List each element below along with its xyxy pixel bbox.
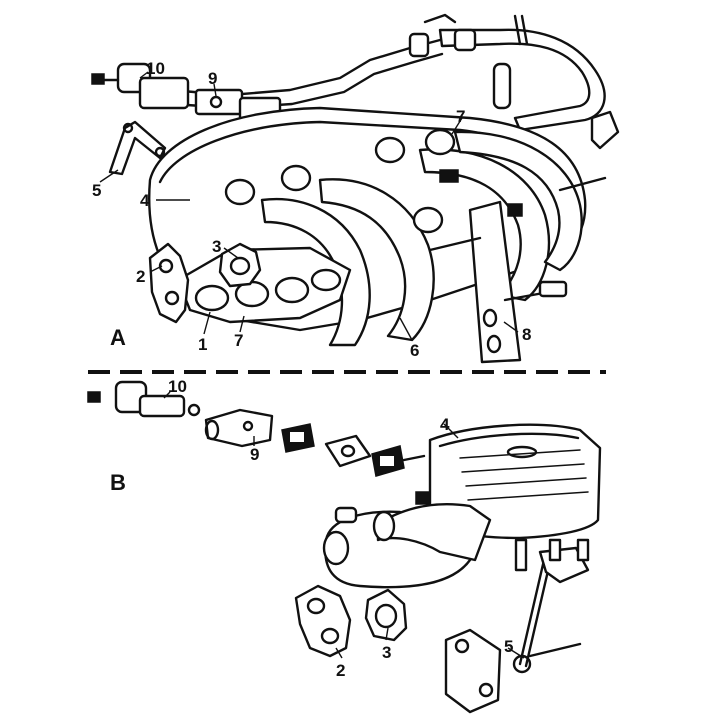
connector-part-9-b: [204, 408, 274, 448]
callout-b-4: 4: [440, 415, 450, 434]
callout-a-6: 6: [410, 341, 419, 360]
callout-a-4: 4: [140, 191, 150, 210]
inline-gaskets: [281, 423, 426, 477]
callout-b-9: 9: [250, 445, 259, 464]
callout-a-7-top: 7: [456, 107, 465, 126]
callouts-a: 10 9 7 5 4 3 2 1 7 6 8 A: [92, 59, 531, 360]
valve-part-10-b: [87, 380, 201, 418]
callout-a-2: 2: [136, 267, 145, 286]
panel-a-label: A: [110, 325, 126, 350]
callout-a-10: 10: [146, 59, 165, 78]
upper-ports: [224, 128, 456, 234]
panel-a: 10 9 7 5 4 3 2 1 7 6 8 A: [91, 13, 620, 364]
callout-a-1: 1: [198, 335, 207, 354]
gasket-part-2-b: [294, 584, 352, 658]
mounting-plate-part-8: [468, 200, 568, 364]
gasket-part-2-a: [148, 242, 190, 324]
callout-a-8: 8: [522, 325, 531, 344]
gasket-part-3-b: [364, 588, 408, 642]
callout-a-9: 9: [208, 69, 217, 88]
callouts-b: 10 9 4 2 3 5 B: [110, 377, 513, 680]
callout-b-2: 2: [336, 661, 345, 680]
callout-b-5: 5: [504, 637, 513, 656]
studs-a: [428, 169, 607, 252]
leader-lines-a: [99, 71, 519, 341]
leader-lines-b: [163, 391, 525, 659]
valve-part-10-a: [91, 62, 190, 110]
gasket-part-3-a: [218, 242, 262, 288]
bracket-part-5-a: [108, 120, 167, 176]
callout-b-10: 10: [168, 377, 187, 396]
callout-b-3: 3: [382, 643, 391, 662]
callout-a-5: 5: [92, 181, 101, 200]
callout-a-3: 3: [212, 237, 221, 256]
callout-a-7-bottom: 7: [234, 331, 243, 350]
linkage-part-5-b: [444, 538, 590, 714]
runner-tubes-part-6: [260, 130, 583, 347]
panel-b-label: B: [110, 470, 126, 495]
runners-b: [322, 491, 492, 589]
panel-b: 10 9 4 2 3 5 B: [87, 377, 602, 714]
